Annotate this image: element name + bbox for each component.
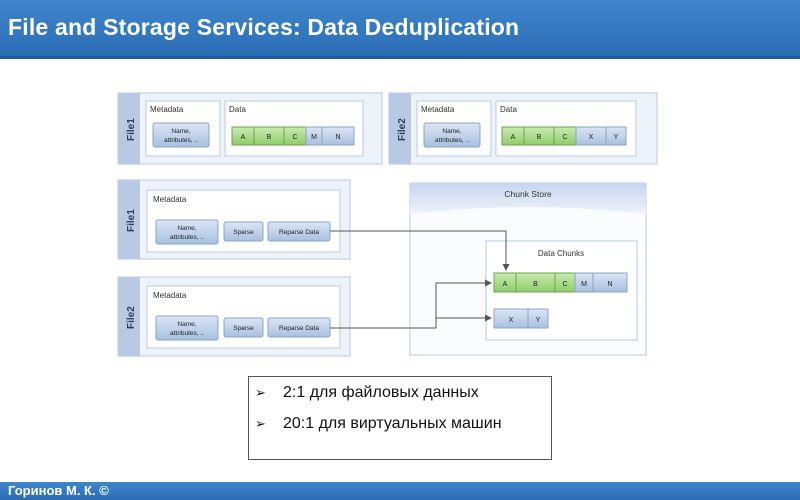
top-file2-chunk-b-label: B [537,134,542,141]
top-file1-group: File1 Metadata Name, attributes, .. Data… [117,92,383,165]
top-file2-metadata-label: Metadata [421,105,455,114]
store-chunk-c-label: C [562,281,567,288]
dedup-file2-name-line2: attributes, .. [170,330,204,337]
top-file1-data-label: Data [229,105,246,114]
bullet-text: 2:1 для файловых данных [283,384,479,401]
connectors [330,230,510,329]
top-file1-chunk-a-label: A [241,134,246,141]
arrow-bullet-icon: ➢ [255,385,266,400]
store-chunk-y [527,308,549,329]
data-chunks-label: Data Chunks [538,249,584,258]
top-file1-chunk-m-label: M [311,134,317,141]
store-chunk-a-label: A [503,281,508,288]
chunk-store: Chunk Store Data Chunks A B C M N X Y [409,182,647,356]
footer-bar: Горинов М. К. © [0,482,800,500]
top-file2-chunk-x-label: X [589,134,594,141]
top-file2-group: File2 Metadata Name, attributes, .. Data… [388,92,658,165]
dedup-file2-reparse: Reparse Data [279,325,319,332]
top-file2-chunk-a-label: A [511,134,516,141]
top-file1-metadata-label: Metadata [150,105,184,114]
top-file2-chunk-y-label: Y [614,134,619,141]
dedup-file1-group: File1 Metadata Name, attributes, .. Spar… [117,179,351,260]
arrow-file2-to-chunk-a [330,279,492,329]
chunk-store-label: Chunk Store [504,189,552,199]
store-chunk-n-label: N [607,281,612,288]
dedup-file1-label: File1 [126,209,137,232]
footer-author: Горинов М. К. © [8,483,109,498]
top-file1-name-line1: Name, [171,128,190,135]
bullet-text: 20:1 для виртуальных машин [283,415,502,432]
store-chunk-n [592,272,628,293]
dedup-file2-label: File2 [126,306,137,329]
top-file1-name-line2: attributes, .. [164,137,198,144]
top-file1-chunk-b-label: B [267,134,272,141]
top-file2-label: File2 [397,118,408,141]
dedup-file1-sparse: Sparse [233,229,254,236]
top-file2-chunk-c-label: C [562,134,567,141]
dedup-file2-group: File2 Metadata Name, attributes, .. Spar… [117,276,351,357]
store-chunk-m-label: M [581,281,587,288]
top-file2-name-line1: Name, [442,128,461,135]
top-file2-chunk-y [605,126,627,146]
top-file1-label: File1 [126,118,137,141]
top-file1-chunk-n-label: N [335,134,340,141]
dedup-file1-name-line2: attributes, .. [170,234,204,241]
top-file1-chunk-c-label: C [292,134,297,141]
store-chunk-x-label: X [509,317,514,324]
store-chunk-y-label: Y [536,317,541,324]
dedup-file1-reparse: Reparse Data [279,229,319,236]
arrow-file1-to-chunks [330,230,510,271]
dedup-file2-name-line1: Name, [177,321,196,328]
title-bar: File and Storage Services: Data Deduplic… [0,0,800,59]
savings-list: ➢ 2:1 для файловых данных ➢ 20:1 для вир… [248,376,552,460]
page-title: File and Storage Services: Data Deduplic… [8,14,520,40]
top-file2-data-label: Data [500,105,517,114]
dedup-file2-sparse: Sparse [233,325,254,332]
dedup-file1-name-line1: Name, [177,225,196,232]
dedup-file2-metadata-label: Metadata [153,291,187,300]
top-file1-chunk-n [321,126,355,146]
store-chunk-b-label: B [533,281,538,288]
arrow-bullet-icon: ➢ [255,416,266,431]
top-file2-name-line2: attributes, .. [435,137,469,144]
dedup-file1-metadata-label: Metadata [153,195,187,204]
